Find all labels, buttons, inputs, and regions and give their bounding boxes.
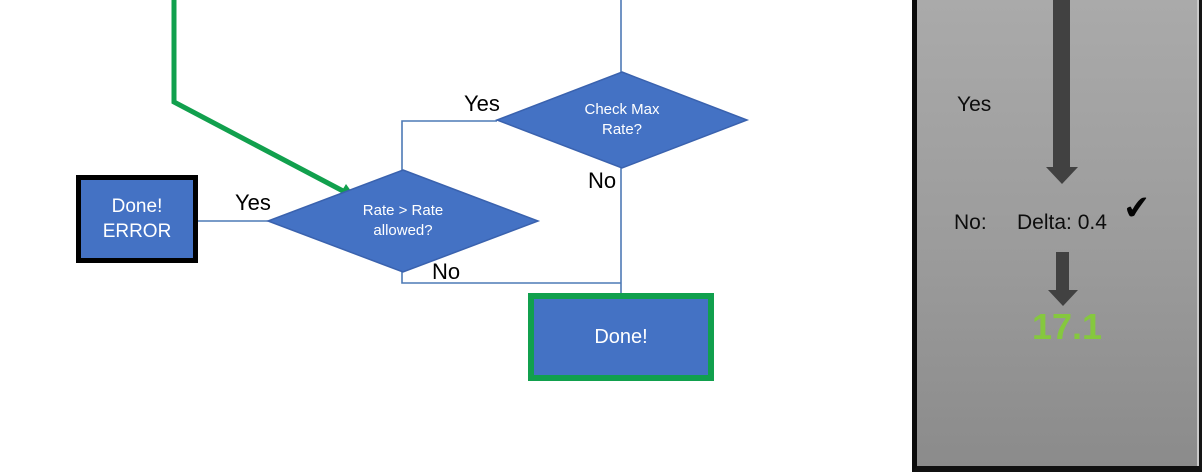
decision-check-max-rate-shape xyxy=(494,71,750,169)
connector-check-max-yes xyxy=(401,120,497,171)
decision-line: Check Max xyxy=(584,101,660,118)
decision-check-max-rate-label: Check Max Rate? xyxy=(522,97,722,143)
result-value: 17.1 xyxy=(1031,306,1103,347)
decision-line: Rate? xyxy=(601,121,643,138)
terminal-line: ERROR xyxy=(102,221,172,242)
down-arrow-head-icon xyxy=(1048,290,1078,306)
panel-no-label: No: xyxy=(954,211,987,234)
terminal-done-error-box: Done! ERROR xyxy=(76,175,198,263)
panel-delta-value: Delta: 0.4 xyxy=(1017,211,1107,234)
decision-line: Rate > Rate xyxy=(362,202,444,219)
terminal-done-box: Done! xyxy=(528,293,714,381)
green-flow-line xyxy=(171,0,345,194)
connector-rate-allowed-no xyxy=(401,271,621,284)
branch-label-yes-check-max: Yes xyxy=(464,91,500,116)
branch-label-no-check-max: No xyxy=(588,168,617,193)
decision-rate-allowed-shape xyxy=(265,169,541,273)
terminal-line: Done! xyxy=(111,196,163,217)
branch-label-yes-rate-allowed: Yes xyxy=(235,190,271,215)
decision-rate-allowed-label: Rate > Rate allowed? xyxy=(303,198,503,244)
terminal-line: Done! xyxy=(594,325,648,348)
down-arrow-icon xyxy=(1053,0,1070,167)
decision-line: allowed? xyxy=(373,222,433,239)
down-arrow-head-icon xyxy=(1046,167,1078,184)
check-icon: ✔ xyxy=(1121,188,1152,227)
down-arrow-icon xyxy=(1056,252,1069,290)
panel-yes-label: Yes xyxy=(957,93,992,116)
side-panel: Yes No: Delta: 0.4 ✔ 17.1 xyxy=(912,0,1202,472)
branch-label-no-rate-allowed: No xyxy=(432,259,461,284)
